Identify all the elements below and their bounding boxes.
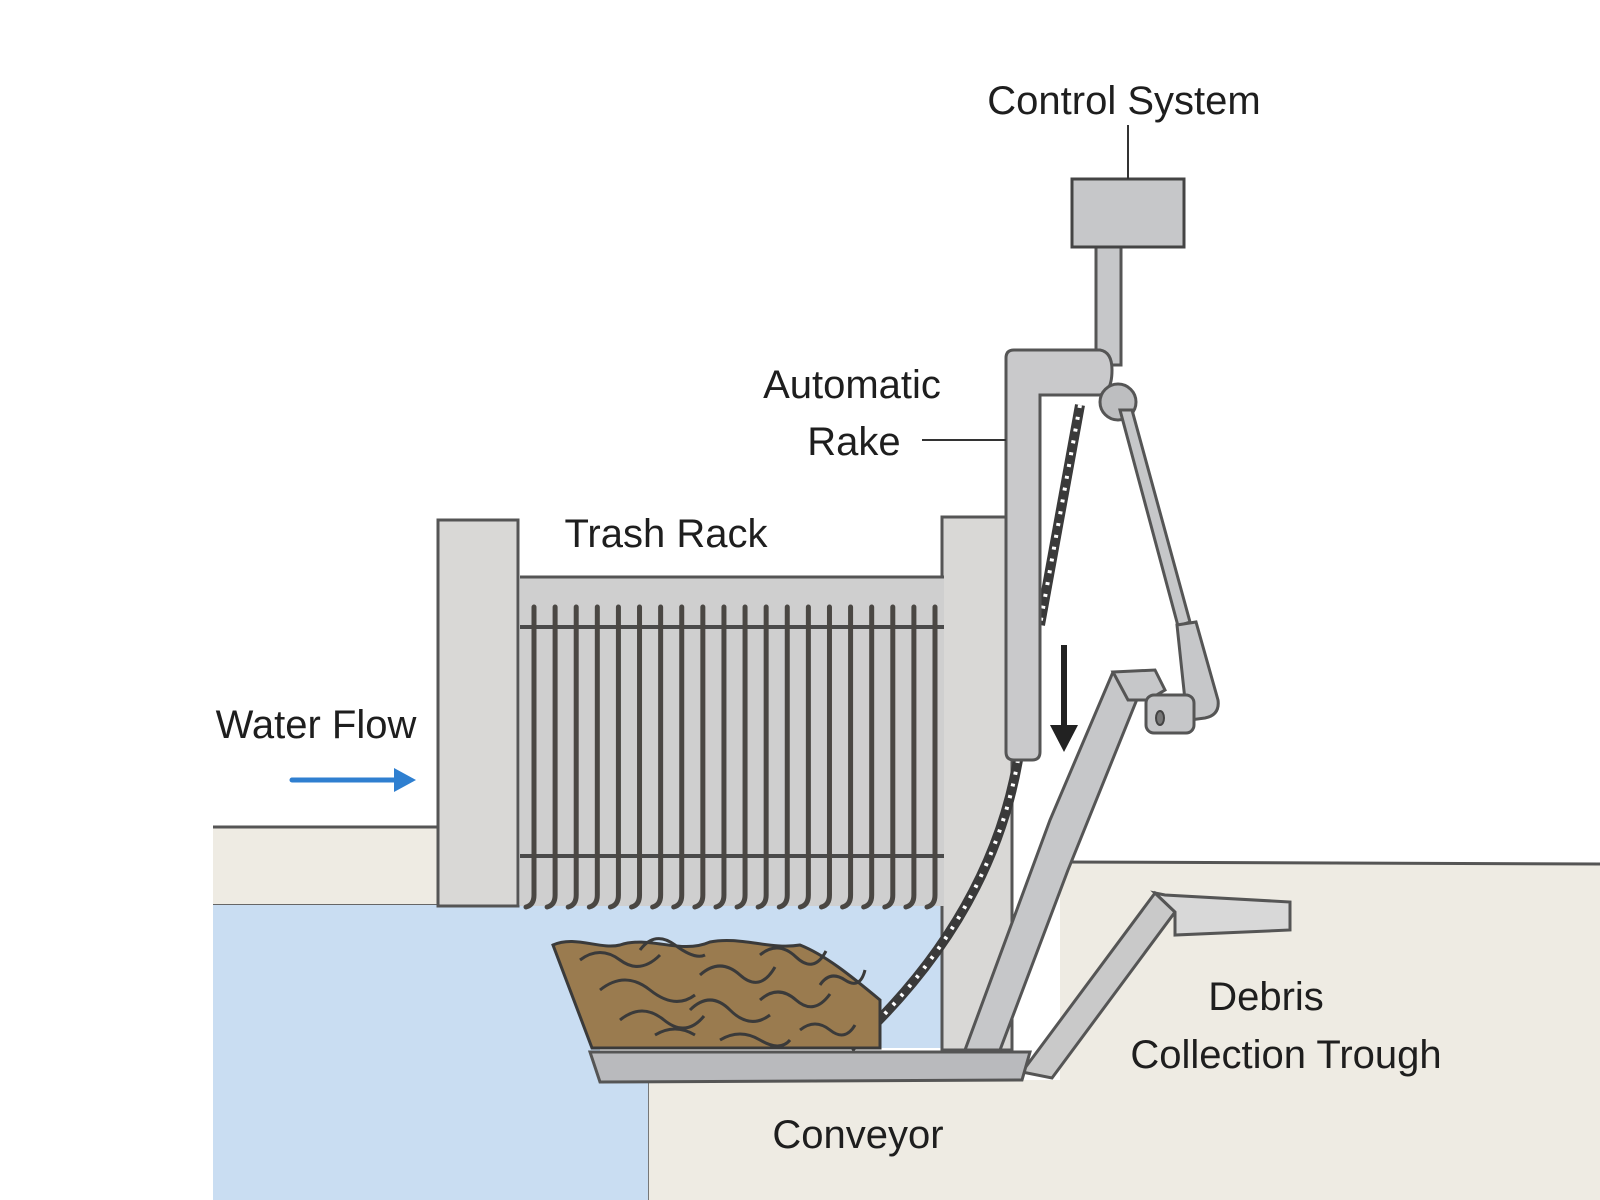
rack-bar — [734, 604, 748, 910]
rack-bar — [903, 604, 917, 910]
debris-strands — [579, 937, 867, 1048]
control-system-box — [1070, 125, 1186, 249]
upstream-bank — [213, 825, 440, 906]
debris-strand — [818, 969, 867, 986]
label-automatic-rake-line2: Rake — [807, 420, 900, 464]
debris-strand — [698, 964, 777, 984]
debris-strand — [579, 951, 662, 968]
debris-strand — [759, 990, 832, 1009]
label-control-system: Control System — [987, 79, 1260, 123]
rack-bar — [607, 604, 621, 910]
debris-strand — [799, 1022, 857, 1037]
debris-strand — [619, 1009, 706, 1030]
label-debris-line2: Collection Trough — [1130, 1033, 1441, 1077]
debris-pile — [551, 937, 882, 1050]
rake-chain — [846, 404, 1085, 1052]
rack-bar — [840, 604, 854, 910]
label-debris-line1: Debris — [1208, 975, 1324, 1019]
water-flow-arrow-icon — [289, 768, 416, 792]
conveyor-incline — [962, 668, 1167, 1052]
debris-strand — [759, 946, 828, 966]
label-trash-rack: Trash Rack — [564, 512, 768, 556]
rack-bar — [776, 604, 790, 910]
rack-bar — [818, 604, 832, 910]
rack-bar — [755, 604, 769, 910]
debris-strand — [688, 998, 771, 1023]
rack-bar — [861, 604, 875, 910]
rack-bar — [671, 604, 685, 910]
label-conveyor: Conveyor — [772, 1113, 943, 1157]
rack-bar — [692, 604, 706, 910]
debris-collection-trough — [1019, 890, 1292, 1080]
rack-bar — [713, 604, 727, 910]
rack-bar — [797, 604, 811, 910]
rack-bar — [924, 604, 938, 910]
rack-bar — [629, 604, 643, 910]
rack-bar — [565, 604, 579, 910]
debris-strand — [719, 1032, 792, 1048]
rack-bars — [523, 604, 938, 910]
label-automatic-rake-line1: Automatic — [763, 363, 941, 407]
rack-bar — [544, 604, 558, 910]
rack-bar — [523, 604, 537, 910]
left-pier — [436, 518, 520, 908]
rack-bar — [882, 604, 896, 910]
debris-strand — [599, 978, 696, 1003]
debris-strand — [638, 937, 706, 958]
debris-strand — [654, 1027, 696, 1037]
rake-motion-arrow-icon — [1050, 645, 1078, 752]
automatic-rake — [1004, 243, 1220, 762]
conveyor-tray — [587, 1050, 1032, 1084]
rack-bar — [650, 604, 664, 910]
trash-rack — [520, 575, 944, 910]
label-water-flow: Water Flow — [216, 703, 417, 747]
rack-bar — [586, 604, 600, 910]
